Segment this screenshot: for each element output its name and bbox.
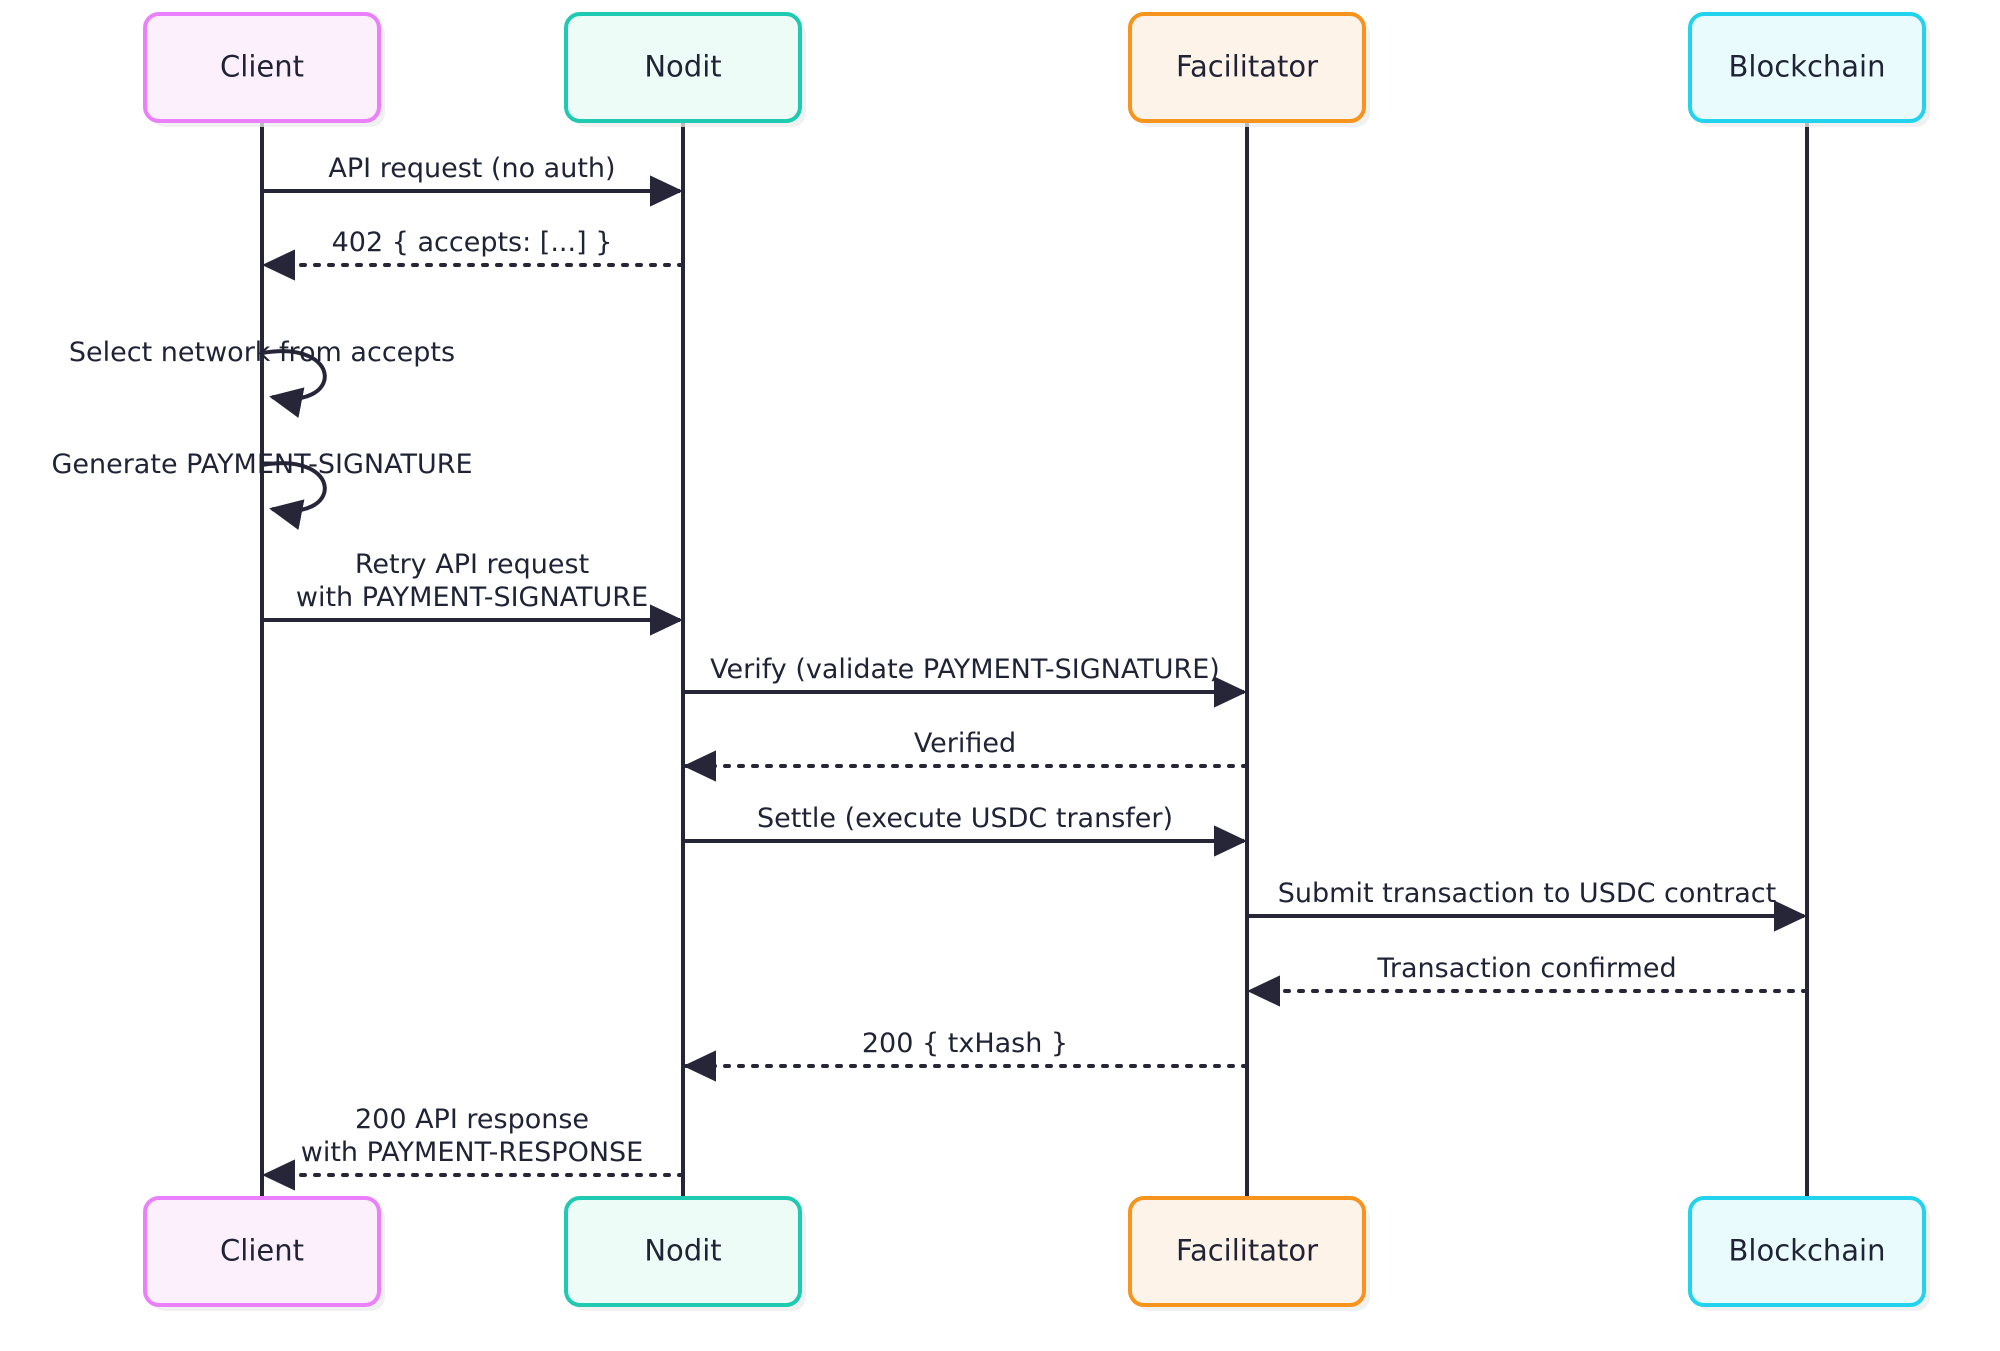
message-label-9: Submit transaction to USDC contract <box>1278 878 1776 909</box>
message-label-line: Select network from accepts <box>69 337 455 368</box>
actors-top-group: Client Nodit Facilitator Blockchain <box>143 12 1930 127</box>
actor-box-client-bottom[interactable] <box>143 1196 381 1307</box>
actor-label-nodit-top: Nodit <box>644 50 721 84</box>
actor-label-blockchain-bottom: Blockchain <box>1729 1234 1886 1268</box>
actor-box-client-top[interactable] <box>143 12 381 123</box>
message-6: Verify (validate PAYMENT-SIGNATURE) <box>683 654 1247 708</box>
lifelines-group <box>260 121 1809 1198</box>
message-label-3: Select network from accepts <box>69 337 455 368</box>
actors-bottom-group: Client Nodit Facilitator Blockchain <box>143 1196 1930 1311</box>
message-2: 402 { accepts: [...] } <box>262 227 685 281</box>
message-label-line: 402 { accepts: [...] } <box>332 227 613 258</box>
message-label-line: Submit transaction to USDC contract <box>1278 878 1776 909</box>
message-label-4: Generate PAYMENT-SIGNATURE <box>51 449 472 480</box>
message-1: API request (no auth) <box>262 153 683 207</box>
message-label-line: with PAYMENT-SIGNATURE <box>296 582 648 613</box>
message-label-line: Retry API request <box>355 549 589 580</box>
message-11: 200 { txHash } <box>683 1028 1249 1082</box>
message-10: Transaction confirmed <box>1247 953 1809 1007</box>
message-8: Settle (execute USDC transfer) <box>683 803 1247 857</box>
message-3: Select network from accepts <box>69 337 455 419</box>
message-label-1: API request (no auth) <box>328 153 615 184</box>
message-4: Generate PAYMENT-SIGNATURE <box>51 449 473 531</box>
actor-label-client-top: Client <box>220 50 304 84</box>
message-label-line: Verify (validate PAYMENT-SIGNATURE) <box>710 654 1220 685</box>
message-label-10: Transaction confirmed <box>1376 953 1676 984</box>
actor-box-nodit-top[interactable] <box>564 12 802 123</box>
actor-label-facilitator-bottom: Facilitator <box>1176 1234 1318 1268</box>
message-label-line: 200 { txHash } <box>862 1028 1068 1059</box>
message-9: Submit transaction to USDC contract <box>1247 878 1807 932</box>
message-label-line: Settle (execute USDC transfer) <box>757 803 1173 834</box>
actor-box-blockchain-top[interactable] <box>1688 12 1926 123</box>
message-label-8: Settle (execute USDC transfer) <box>757 803 1173 834</box>
actor-label-nodit-bottom: Nodit <box>644 1234 721 1268</box>
message-label-6: Verify (validate PAYMENT-SIGNATURE) <box>710 654 1220 685</box>
actor-box-blockchain-bottom[interactable] <box>1688 1196 1926 1307</box>
actor-box-facilitator-top[interactable] <box>1128 12 1366 123</box>
message-label-line: Verified <box>914 728 1016 759</box>
actor-label-blockchain-top: Blockchain <box>1729 50 1886 84</box>
message-arrow-3 <box>261 349 327 419</box>
actor-label-facilitator-top: Facilitator <box>1176 50 1318 84</box>
message-label-2: 402 { accepts: [...] } <box>332 227 613 258</box>
message-label-line: 200 API response <box>355 1104 589 1135</box>
actor-box-facilitator-bottom[interactable] <box>1128 1196 1366 1307</box>
message-label-line: with PAYMENT-RESPONSE <box>301 1137 643 1168</box>
message-7: Verified <box>683 728 1249 782</box>
message-label-7: Verified <box>914 728 1016 759</box>
message-label-line: Generate PAYMENT-SIGNATURE <box>51 449 472 480</box>
actor-label-client-bottom: Client <box>220 1234 304 1268</box>
actor-box-nodit-bottom[interactable] <box>564 1196 802 1307</box>
messages-group: API request (no auth) 402 { accepts: [...… <box>51 153 1809 1191</box>
message-label-line: Transaction confirmed <box>1376 953 1676 984</box>
message-label-line: API request (no auth) <box>328 153 615 184</box>
message-label-11: 200 { txHash } <box>862 1028 1068 1059</box>
message-arrow-4 <box>261 461 327 531</box>
